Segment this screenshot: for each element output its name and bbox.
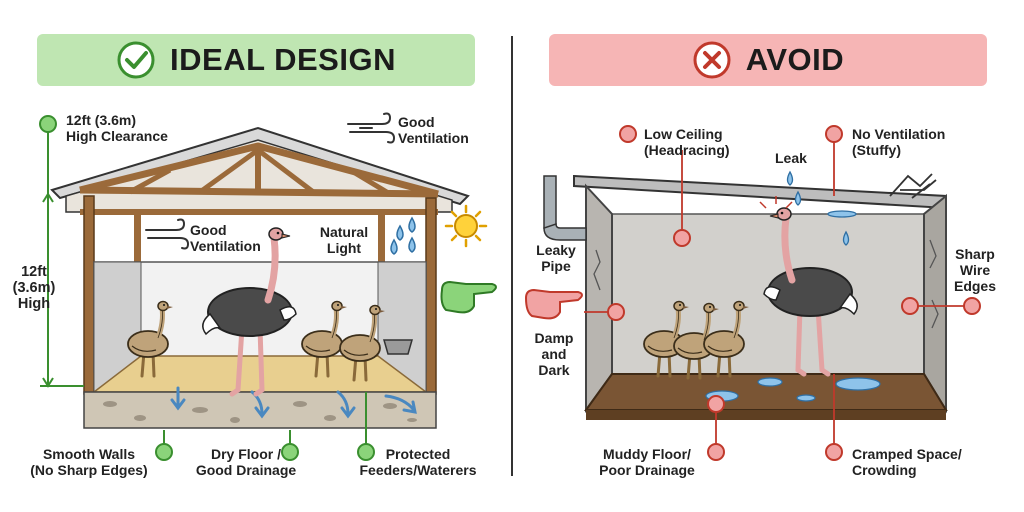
pointing-hand-icon [524,288,583,320]
pointing-hand-icon [440,280,497,314]
label-line: Edges [953,278,996,294]
pipe [543,175,587,241]
label-line: Smooth Walls [42,446,136,462]
label-line: (Stuffy) [852,142,901,158]
sun-icon [444,204,488,248]
label-line: High Clearance [66,128,168,144]
label-line: Feeders/Waterers [359,462,477,478]
label-line: Pipe [541,258,571,274]
leak-drops [786,170,857,246]
avoid-header: AVOID [549,34,987,86]
label-line: (No Sharp Edges) [30,462,148,478]
cramped-space-label: Cramped Space/ Crowding [852,446,962,478]
label-line: 12ft (3.6m) [66,112,137,128]
label-line: Good [190,222,227,238]
ventilation-inner-label: Good Ventilation [190,222,261,254]
label-line: Crowding [852,462,917,478]
label-line: No Ventilation [852,126,946,142]
ideal-design-title: IDEAL DESIGN [170,42,396,77]
label-line: Wire [959,262,991,278]
leaky-pipe-label: Leaky Pipe [528,242,584,274]
label-line: 12ft [21,264,47,280]
label-line: (Headracing) [644,142,730,158]
smooth-walls-label: Smooth Walls (No Sharp Edges) [22,446,156,478]
wind-icon [347,112,396,144]
sharp-wire-label: Sharp Wire Edges [950,246,1000,294]
x-circle-icon [693,41,731,79]
stress-lines [759,196,793,209]
label-line: High [17,296,51,312]
height-label: 12ft (3.6m) High [8,264,60,312]
natural-light-label: Natural Light [314,224,374,256]
label-line: Low Ceiling [644,126,723,142]
damp-dark-label: Damp and Dark [528,330,580,378]
label-line: Good Drainage [195,462,297,478]
label-line: (3.6m) [12,280,56,296]
label-line: Dark [538,362,570,378]
label-line: Good [398,114,435,130]
label-line: Protected [385,446,451,462]
label-line: and [541,346,567,362]
check-circle-icon [117,41,155,79]
rain-drops-icon [390,216,416,255]
ideal-design-header: IDEAL DESIGN [37,34,475,86]
label-line: Ventilation [190,238,261,254]
label-line: Dry Floor / [210,446,281,462]
dry-floor-label: Dry Floor / Good Drainage [190,446,302,478]
avoid-markers [584,125,981,461]
avoid-title: AVOID [745,42,845,77]
label-line: Natural [319,224,369,240]
ideal-markers [155,392,375,461]
label-line: Poor Drainage [599,462,695,478]
no-ventilation-label: No Ventilation (Stuffy) [852,126,945,158]
clearance-marker [39,115,57,133]
ventilation-top-label: Good Ventilation [398,114,469,146]
label-line: Muddy Floor/ [603,446,691,462]
clearance-label: 12ft (3.6m) High Clearance [66,112,168,144]
label-line: Cramped Space/ [852,446,962,462]
panel-divider [511,36,513,476]
label-line: Leaky [536,242,576,258]
protected-feeders-label: Protected Feeders/Waterers [350,446,486,478]
label-line: Damp [534,330,574,346]
leak-label: Leak [775,150,807,166]
label-line: Ventilation [398,130,469,146]
low-ceiling-label: Low Ceiling (Headracing) [644,126,730,158]
label-line: Sharp [955,246,995,262]
wind-icon [145,218,190,250]
label-line: Light [326,240,362,256]
muddy-floor-label: Muddy Floor/ Poor Drainage [592,446,702,478]
